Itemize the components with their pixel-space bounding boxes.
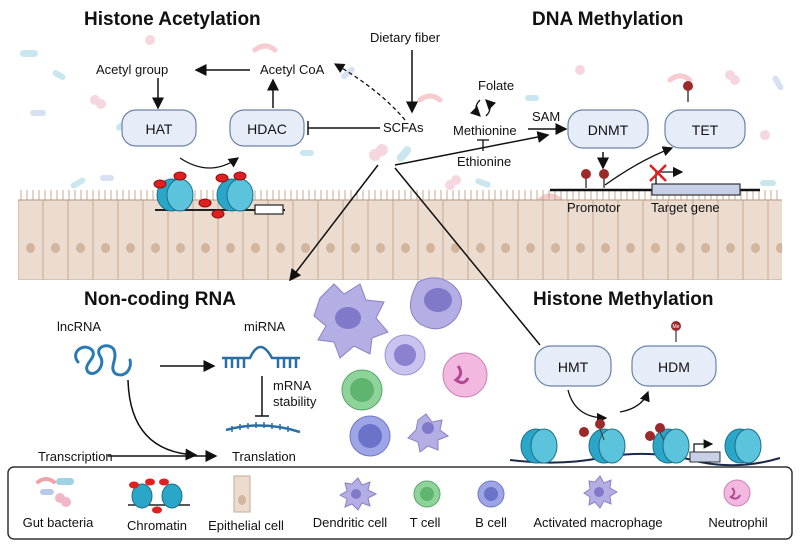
hdm-box: HDM [631,345,717,387]
scfas-label: SCFAs [383,120,424,135]
methylated-chromatin [509,419,781,467]
transcription-label: Transcription [38,449,113,464]
acetylated-chromatin [153,157,285,219]
translation-label: Translation [232,449,296,464]
epithelial-layer [18,190,782,280]
immune-cells [313,277,488,457]
legend-chromatin-icon [128,478,190,514]
legend-b-cell-icon [477,480,505,508]
legend-t-cell: T cell [410,515,441,530]
methionine-label: Methionine [453,123,517,138]
acetyl-coa-label: Acetyl CoA [260,62,325,77]
sam-label: SAM [532,109,560,124]
mirna-icon [222,345,300,368]
svg-text:Me: Me [673,324,680,330]
legend-activated-macrophage: Activated macrophage [533,515,662,530]
legend-t-cell-icon [413,480,441,508]
ethionine-label: Ethionine [457,154,511,169]
legend-neutrophil: Neutrophil [708,515,767,530]
legend-neutrophil-icon [723,479,751,507]
dnmt-box: DNMT [567,109,649,149]
legend-gut-bacteria-icon [36,477,74,507]
section-title-histone-methylation: Histone Methylation [533,289,714,310]
hdac-box: HDAC [229,109,305,147]
legend: Gut bacteria Chromatin Epithelial cell D… [7,466,793,540]
svg-text:TET: TET [692,122,719,138]
legend-b-cell: B cell [475,515,507,530]
dietary-fiber-label: Dietary fiber [370,30,441,45]
target-gene-label: Target gene [651,200,720,215]
hat-box: HAT [121,109,197,147]
folate-label: Folate [478,78,514,93]
legend-activated-macrophage-icon [583,475,619,509]
me-badge-hdm: Me [671,321,681,342]
section-title-noncoding-rna: Non-coding RNA [84,289,236,310]
svg-text:HDAC: HDAC [247,121,287,137]
mrna-stability-label-1: mRNA [273,378,312,393]
mirna-label: miRNA [244,319,285,334]
legend-epithelial-cell-icon [233,475,251,513]
hmt-box: HMT [534,345,612,387]
promotor-target-gene [550,164,760,196]
legend-gut-bacteria: Gut bacteria [23,515,95,530]
legend-epithelial-cell: Epithelial cell [208,518,284,533]
mrna-icon [225,424,301,434]
methyl-group-icon [683,81,693,102]
lncrna-label: lncRNA [57,319,101,334]
section-title-histone-acetylation: Histone Acetylation [84,9,261,30]
tet-box: TET [664,109,746,149]
section-title-dna-methylation: DNA Methylation [532,9,683,30]
acetyl-group-label: Acetyl group [96,62,168,77]
legend-chromatin: Chromatin [127,518,187,533]
svg-text:HMT: HMT [558,359,589,375]
promotor-label: Promotor [567,200,621,215]
lncrna-icon [74,344,132,377]
legend-dendritic-cell: Dendritic cell [313,515,388,530]
svg-text:HDM: HDM [658,359,690,375]
svg-text:DNMT: DNMT [588,122,629,138]
svg-text:HAT: HAT [146,121,173,137]
legend-dendritic-cell-icon [338,477,378,511]
mrna-stability-label-2: stability [273,394,317,409]
